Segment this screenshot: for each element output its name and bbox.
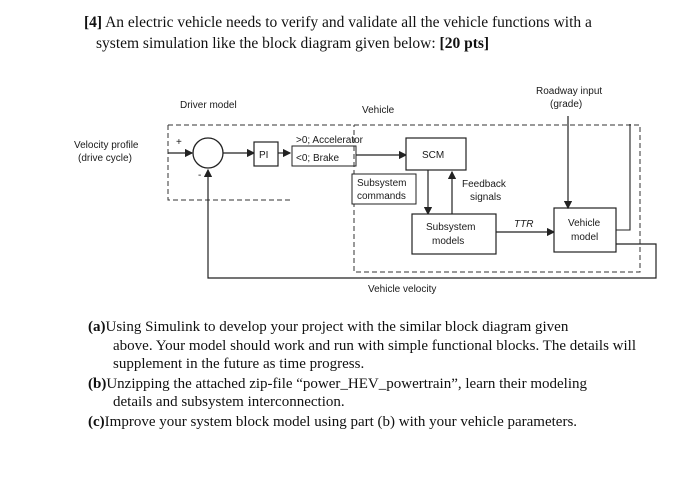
subsystem-models-label-2: models — [432, 236, 464, 247]
velocity-feedback-loop — [203, 168, 657, 279]
question-header: [4] An electric vehicle needs to verify … — [84, 12, 680, 54]
scm-label: SCM — [422, 150, 444, 161]
velocity-profile-label: Velocity profile — [74, 140, 139, 151]
feedback-label-1: Feedback — [462, 179, 507, 190]
vehicle-boundary — [290, 124, 641, 273]
block-diagram: + - PI >0; Accelerator <0; Brake SCM Sub… — [74, 86, 657, 295]
vehicle-model-block — [553, 207, 617, 253]
vehicle-output-loop — [616, 124, 631, 231]
accelerator-label: >0; Accelerator — [296, 135, 364, 146]
subsystem-commands-label-2: commands — [357, 191, 406, 202]
part-a-continuation: above. Your model should work and run wi… — [113, 337, 636, 373]
part-a-line-1: Using Simulink to develop your project w… — [105, 319, 569, 335]
pi-block — [253, 141, 279, 167]
part-b: (b)Unzipping the attached zip-file “powe… — [88, 375, 678, 412]
vehicle-label: Vehicle — [362, 105, 395, 116]
driver-model-boundary — [167, 124, 290, 201]
part-a: (a)Using Simulink to develop your projec… — [88, 318, 678, 374]
subsystem-commands-box — [351, 173, 417, 205]
scm-block — [405, 137, 467, 171]
feedback-label-2: signals — [470, 192, 501, 203]
part-c: (c)Improve your system block model using… — [88, 413, 678, 432]
command-bracket — [291, 145, 357, 167]
subsystem-models-label-1: Subsystem — [426, 222, 475, 233]
pi-label: PI — [259, 150, 268, 161]
minus-sign: - — [198, 170, 201, 181]
grade-label: (grade) — [550, 99, 582, 110]
plus-sign: + — [176, 137, 182, 148]
torque-label: TTR — [514, 219, 533, 230]
roadway-label: Roadway input — [536, 86, 602, 97]
driver-model-label: Driver model — [180, 100, 237, 111]
subsystem-models-block — [411, 213, 497, 255]
summing-junction — [192, 137, 224, 169]
question-parts: (a)Using Simulink to develop your projec… — [88, 318, 678, 432]
question-points: [20 pts] — [439, 35, 490, 52]
part-a-label: (a) — [88, 319, 106, 335]
question-line-1: An electric vehicle needs to verify and … — [105, 14, 592, 31]
brake-label: <0; Brake — [296, 153, 340, 164]
vehicle-velocity-label: Vehicle velocity — [368, 284, 436, 295]
vehicle-model-label-2: model — [571, 232, 598, 243]
subsystem-commands-label-1: Subsystem — [357, 178, 406, 189]
part-b-continuation: details and subsystem interconnection. — [113, 394, 345, 410]
question-number: [4] — [84, 14, 103, 31]
part-c-label: (c) — [88, 413, 105, 430]
part-b-label: (b) — [88, 375, 107, 392]
vehicle-model-label-1: Vehicle — [568, 218, 601, 229]
part-c-line-1: Improve your system block model using pa… — [104, 413, 578, 430]
question-line-2-wrap: system simulation like the block diagram… — [84, 33, 680, 54]
part-b-line-1: Unzipping the attached zip-file “power_H… — [106, 375, 587, 392]
question-line-2: system simulation like the block diagram… — [96, 35, 436, 52]
drive-cycle-label: (drive cycle) — [78, 153, 132, 164]
